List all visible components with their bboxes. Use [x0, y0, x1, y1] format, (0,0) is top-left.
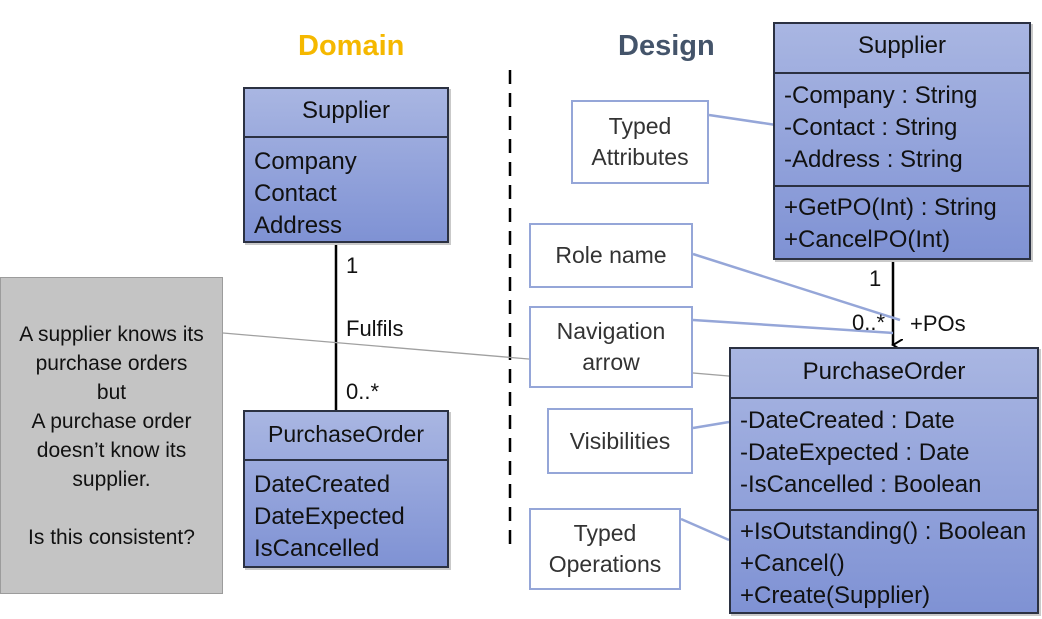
operation: +Cancel()	[740, 550, 845, 577]
attribute: DateCreated	[254, 471, 391, 498]
note-line	[1, 494, 222, 523]
callout-text: Role name	[555, 242, 667, 268]
callout-text: Attributes	[591, 144, 689, 170]
attribute: Address	[254, 212, 343, 239]
domain-multiplicity-bottom: 0..*	[346, 379, 380, 404]
callout-text: Typed	[573, 520, 637, 546]
operation: +CancelPO(Int)	[784, 226, 951, 253]
attribute: -Contact : String	[784, 114, 958, 141]
leader-navigation-arrow	[692, 318, 894, 335]
note-line: Is this consistent?	[28, 526, 195, 549]
note-line: A purchase order	[31, 410, 192, 433]
leader-typed-operations	[680, 517, 730, 542]
callout-typed-operations: Typed Operations	[529, 508, 681, 590]
attribute: Contact	[254, 180, 337, 207]
callout-text: Operations	[548, 551, 662, 577]
leader-role-name	[692, 252, 901, 322]
attribute-list: -Company : String -Contact : String -Add…	[775, 72, 1029, 185]
attribute: DateExpected	[254, 503, 405, 530]
note-line: purchase orders	[35, 352, 188, 375]
design-purchase-order-class: PurchaseOrder -DateCreated : Date -DateE…	[729, 347, 1039, 614]
operation: +GetPO(Int) : String	[784, 194, 997, 221]
attribute: -Company : String	[784, 82, 978, 109]
attribute: -DateCreated : Date	[740, 407, 955, 434]
operation: +IsOutstanding() : Boolean	[740, 518, 1027, 545]
domain-supplier-class: Supplier Company Contact Address	[243, 87, 449, 243]
note-line: A supplier knows its	[19, 323, 204, 346]
operation-list: +IsOutstanding() : Boolean +Cancel() +Cr…	[731, 509, 1037, 612]
class-name: Supplier	[301, 97, 391, 124]
leader-visibilities	[692, 420, 730, 430]
attribute: -IsCancelled : Boolean	[740, 471, 982, 498]
callout-text: arrow	[582, 349, 640, 375]
design-multiplicity-top: 1	[869, 266, 882, 291]
callout-text: Navigation	[556, 318, 666, 344]
leader-typed-attributes	[708, 113, 777, 127]
design-heading: Design	[618, 30, 715, 62]
attribute: -DateExpected : Date	[740, 439, 970, 466]
callout-text: Typed	[608, 113, 672, 139]
callout-text: Visibilities	[569, 427, 671, 454]
domain-multiplicity-top: 1	[346, 253, 359, 278]
note-line: supplier.	[72, 468, 151, 491]
attribute: IsCancelled	[254, 535, 380, 562]
callout-visibilities: Visibilities	[547, 408, 693, 474]
note-line: doesn’t know its	[36, 439, 187, 462]
association-label: Fulfils	[346, 316, 404, 341]
attribute: -Address : String	[784, 146, 963, 173]
operation-list: +GetPO(Int) : String +CancelPO(Int)	[775, 185, 1029, 258]
domain-purchase-order-class: PurchaseOrder DateCreated DateExpected I…	[243, 410, 449, 568]
callout-role-name: Role name	[529, 223, 693, 288]
attribute-list: Company Contact Address	[245, 136, 447, 241]
callout-typed-attributes: Typed Attributes	[571, 100, 709, 184]
operation: +Create(Supplier)	[740, 582, 931, 609]
class-name: Supplier	[857, 32, 947, 59]
attribute-list: -DateCreated : Date -DateExpected : Date…	[731, 397, 1037, 509]
role-name-label: +POs	[910, 311, 966, 336]
note-line: but	[96, 381, 127, 404]
domain-heading: Domain	[298, 30, 405, 62]
callout-navigation-arrow: Navigation arrow	[529, 306, 693, 388]
class-name: PurchaseOrder	[268, 421, 424, 447]
design-supplier-class: Supplier -Company : String -Contact : St…	[773, 22, 1031, 260]
design-multiplicity-bottom: 0..*	[852, 310, 886, 335]
class-name: PurchaseOrder	[802, 358, 966, 385]
attribute-list: DateCreated DateExpected IsCancelled	[245, 459, 447, 566]
attribute: Company	[254, 148, 357, 175]
consistency-note: A supplier knows its purchase orders but…	[0, 277, 223, 594]
